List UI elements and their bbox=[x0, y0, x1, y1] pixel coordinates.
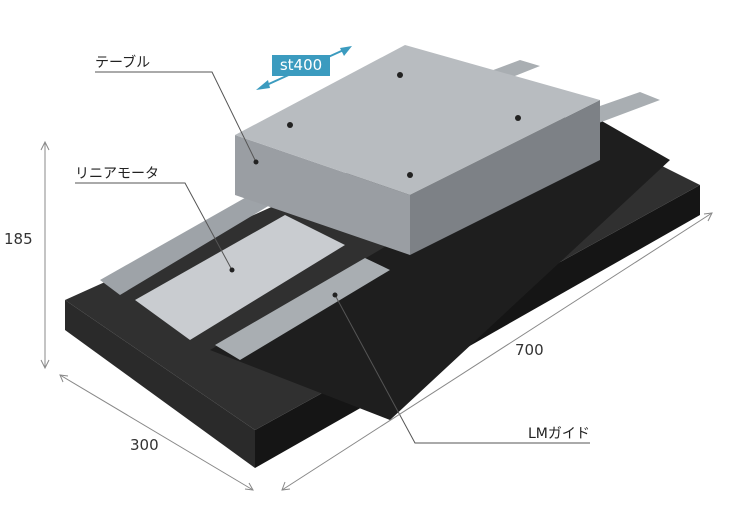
table-top-face bbox=[235, 45, 600, 195]
stroke-badge: st400 bbox=[272, 55, 330, 76]
linear-motor-label: リニアモータ bbox=[75, 166, 159, 182]
table-leader-line bbox=[95, 71, 257, 163]
lm-guide-leader-line bbox=[334, 294, 590, 444]
lm-guide-rail-left bbox=[100, 195, 270, 295]
linear-motor-plate bbox=[135, 215, 345, 340]
lm-guide-label: LMガイド bbox=[528, 426, 590, 442]
table-side-face bbox=[410, 100, 600, 255]
motor-magnets bbox=[210, 120, 670, 420]
height-dimension: 185 bbox=[4, 230, 33, 248]
table-label: テーブル bbox=[95, 55, 151, 71]
lm-guide-rail-right bbox=[215, 258, 390, 360]
width-dimension: 300 bbox=[130, 436, 159, 454]
dimension-lines bbox=[40, 140, 713, 491]
base-front-face bbox=[65, 300, 255, 468]
table-front-face bbox=[235, 135, 410, 255]
linear-motor-leader-line bbox=[75, 182, 233, 271]
length-dimension: 700 bbox=[515, 341, 544, 359]
